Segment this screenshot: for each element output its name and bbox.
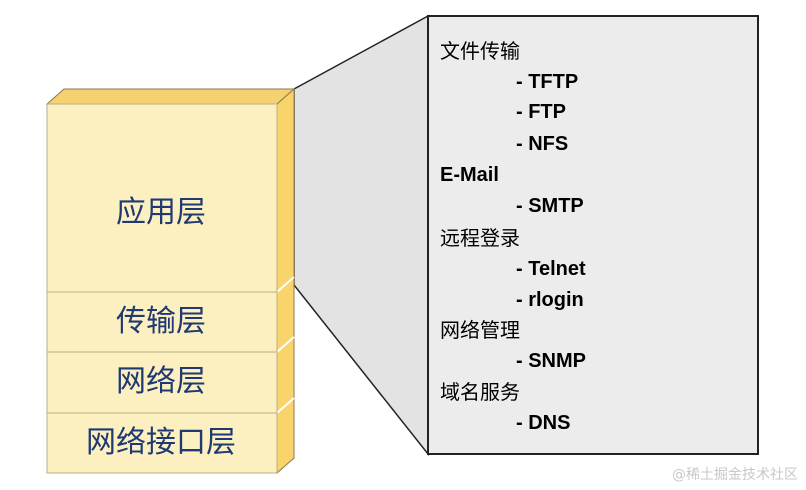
category-file-transfer: 文件传输 [440, 39, 520, 63]
protocol-dns: - DNS [516, 412, 571, 434]
protocol-snmp: - SNMP [516, 350, 586, 372]
stack-side-face [276, 87, 295, 475]
protocol-tftp: - TFTP [516, 71, 579, 93]
category-domain-name-service: 域名服务 [440, 380, 520, 404]
category-remote-login: 远程登录 [440, 226, 520, 250]
protocol-rlogin: - rlogin [516, 289, 584, 311]
category-network-management: 网络管理 [440, 318, 520, 342]
stack-top-face [45, 88, 296, 105]
category-email: E-Mail [440, 164, 499, 186]
side-separator [276, 397, 295, 414]
layer-label-application: 应用层 [116, 195, 206, 230]
layer-application-face [46, 103, 278, 293]
zoom-connector [293, 14, 429, 457]
detail-box-frame [427, 15, 759, 455]
layer-link-face [46, 412, 278, 474]
layer-label-link: 网络接口层 [86, 425, 236, 460]
side-separator [276, 276, 295, 293]
layer-label-network: 网络层 [116, 364, 206, 399]
layer-network-face [46, 351, 278, 414]
protocol-smtp: - SMTP [516, 195, 584, 217]
protocol-ftp: - FTP [516, 101, 566, 123]
protocol-nfs: - NFS [516, 133, 569, 155]
side-separator [276, 336, 295, 353]
layer-label-transport: 传输层 [116, 304, 206, 339]
watermark: @稀土掘金技术社区 [672, 467, 798, 483]
protocol-detail-box: 文件传输 - TFTP - FTP - NFS E-Mail - SMTP 远程… [428, 16, 758, 454]
layer-transport-face [46, 291, 278, 353]
protocol-telnet: - Telnet [516, 258, 586, 280]
